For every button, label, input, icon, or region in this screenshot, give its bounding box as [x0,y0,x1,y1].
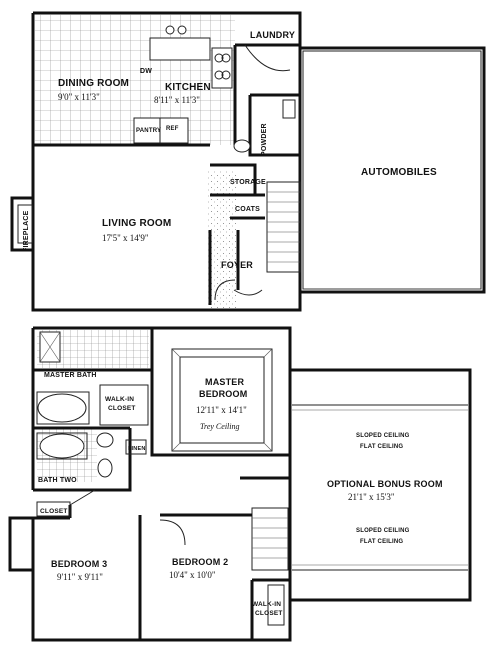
walk-in-closet-2-line1: WALK-IN [252,601,281,608]
first-floor: DINING ROOM 9'0" x 11'3" KITCHEN 8'11" x… [10,11,486,312]
bath-two-tub [39,433,85,459]
ref-label: REF [166,126,179,132]
bath-two-label: BATH TWO [38,477,77,484]
linen-label: LINEN [128,446,146,452]
bedroom2-size: 10'4" x 10'0" [169,570,216,580]
trey-ceiling-outer [171,348,273,452]
range [211,47,233,89]
sloped-ceiling-bottom: SLOPED CEILING [356,528,410,534]
flat-ceiling-bottom: FLAT CEILING [360,539,403,545]
powder-label: POWDER [261,123,268,156]
master-tub [37,393,87,423]
trey-ceiling-inner [179,356,265,444]
dw-label: DW [140,68,152,75]
kitchen-size: 8'11" x 11'3" [154,95,200,105]
stairs-1 [266,181,301,273]
bedroom3-bump [8,516,33,572]
bedroom2-label: BEDROOM 2 [172,557,228,567]
walk-in-closet-2-line2: CLOSET [255,610,283,617]
living-room-size: 17'5" x 14'9" [102,233,149,243]
master-bath-label: MASTER BATH [44,372,97,379]
automobiles-label: AUTOMOBILES [361,167,437,178]
master-bedroom-label-line2: BEDROOM [199,389,247,399]
bedroom3-size: 9'11" x 9'11" [57,572,103,582]
garage-outline [298,46,486,294]
coats-label: COATS [235,206,260,213]
closet-label: CLOSET [40,508,68,515]
fireplace-label: FIREPLACE [23,210,30,252]
pantry-label: PANTRY [136,128,161,134]
kitchen-island [149,37,211,61]
master-bedroom-size: 12'11" x 14'1" [196,405,247,415]
walk-in-closet-1-line1: WALK-IN [105,396,134,403]
stairs-2 [251,507,289,571]
bonus-room-size: 21'1" x 15'3" [348,492,395,502]
flat-ceiling-top: FLAT CEILING [360,444,403,450]
dining-room-label: DINING ROOM [58,78,129,89]
refrigerator [159,117,189,144]
bedroom3-label: BEDROOM 3 [51,559,107,569]
foyer-label: FOYER [221,260,253,270]
living-room-label: LIVING ROOM [102,218,171,229]
laundry-label: LAUNDRY [250,30,295,40]
walk-in-closet-1-line2: CLOSET [108,405,136,412]
foyer-floor [208,170,238,310]
master-bedroom-label-line1: MASTER [205,377,244,387]
dining-room-size: 9'0" x 11'3" [58,92,100,102]
kitchen-label: KITCHEN [165,82,211,93]
bonus-room-outline [290,368,472,602]
bonus-slope-lines [292,404,468,571]
fireplace-outline [10,196,33,252]
pantry [133,117,161,144]
bonus-room-label: OPTIONAL BONUS ROOM [327,479,443,489]
first-floor-outline [31,11,302,312]
second-floor-outline [31,326,292,642]
trey-ceiling-note: Trey Ceiling [200,422,239,431]
second-floor: MASTER BATH MASTER BEDROOM 12'11" x 14'1… [8,326,472,642]
storage-label: STORAGE [230,179,266,186]
sloped-ceiling-top: SLOPED CEILING [356,433,410,439]
